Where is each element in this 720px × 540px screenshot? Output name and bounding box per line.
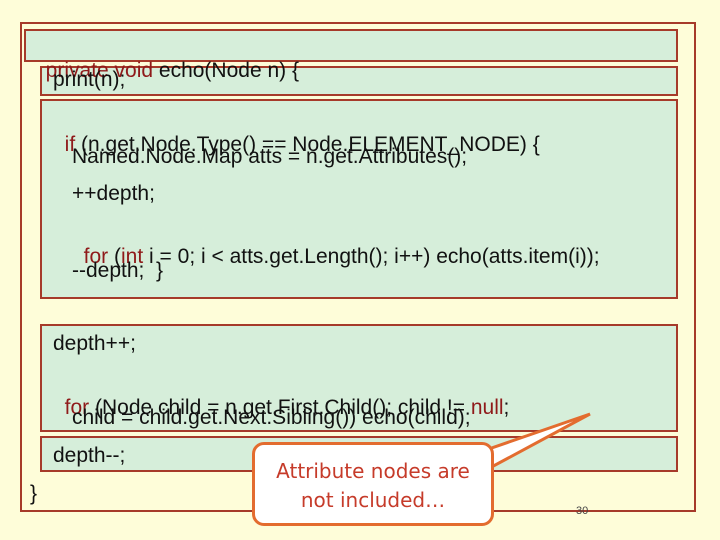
code-line-print: print(n); bbox=[53, 68, 126, 91]
code-line-if: if (n.get.Node.Type() == Node.ELEMENT_NO… bbox=[53, 106, 540, 158]
keyword-private-void: private void bbox=[45, 59, 154, 82]
callout-line-2: not included… bbox=[300, 488, 446, 512]
code-line-depth-minusminus: depth--; bbox=[53, 444, 126, 467]
keyword-for: for bbox=[64, 396, 90, 419]
code-line-depth-decrement-close: --depth; } bbox=[72, 259, 164, 282]
for-paren: ( bbox=[108, 245, 122, 268]
code-line-attributes: Named.Node.Map atts = n.get.Attributes()… bbox=[72, 145, 468, 168]
for-attributes-rest: i = 0; i < atts.get.Length(); i++) echo(… bbox=[143, 245, 600, 268]
keyword-for: for bbox=[83, 245, 109, 268]
if-block-box bbox=[40, 99, 678, 299]
for-children-rest: (Node child = n.get.First.Child(); child… bbox=[89, 396, 471, 419]
function-signature-box bbox=[24, 29, 678, 62]
for-block-box bbox=[40, 324, 678, 432]
code-line-signature: private void echo(Node n) { bbox=[34, 32, 299, 84]
code-line-for-children: for (Node child = n.get.First.Child(); c… bbox=[53, 369, 510, 421]
code-line-depth-increment: ++depth; bbox=[72, 182, 155, 205]
if-condition: (n.get.Node.Type() == Node.ELEMENT_NODE)… bbox=[75, 133, 540, 156]
print-line-box bbox=[40, 66, 678, 96]
code-line-for-attributes: for (int i = 0; i < atts.get.Length(); i… bbox=[72, 218, 600, 270]
signature-rest: echo(Node n) { bbox=[153, 59, 299, 82]
keyword-int: int bbox=[121, 245, 144, 268]
keyword-if: if bbox=[64, 133, 76, 156]
slide-number: 30 bbox=[576, 505, 589, 517]
callout-line-1: Attribute nodes are bbox=[276, 459, 470, 483]
for-children-end: ; bbox=[503, 396, 510, 419]
code-line-depth-plusplus: depth++; bbox=[53, 332, 136, 355]
keyword-null: null bbox=[470, 396, 504, 419]
callout-box: Attribute nodes are not included… bbox=[252, 442, 494, 526]
code-line-next-sibling: child = child.get.Next.Sibling()) echo(c… bbox=[72, 406, 471, 429]
code-line-closing-brace: } bbox=[30, 482, 38, 505]
